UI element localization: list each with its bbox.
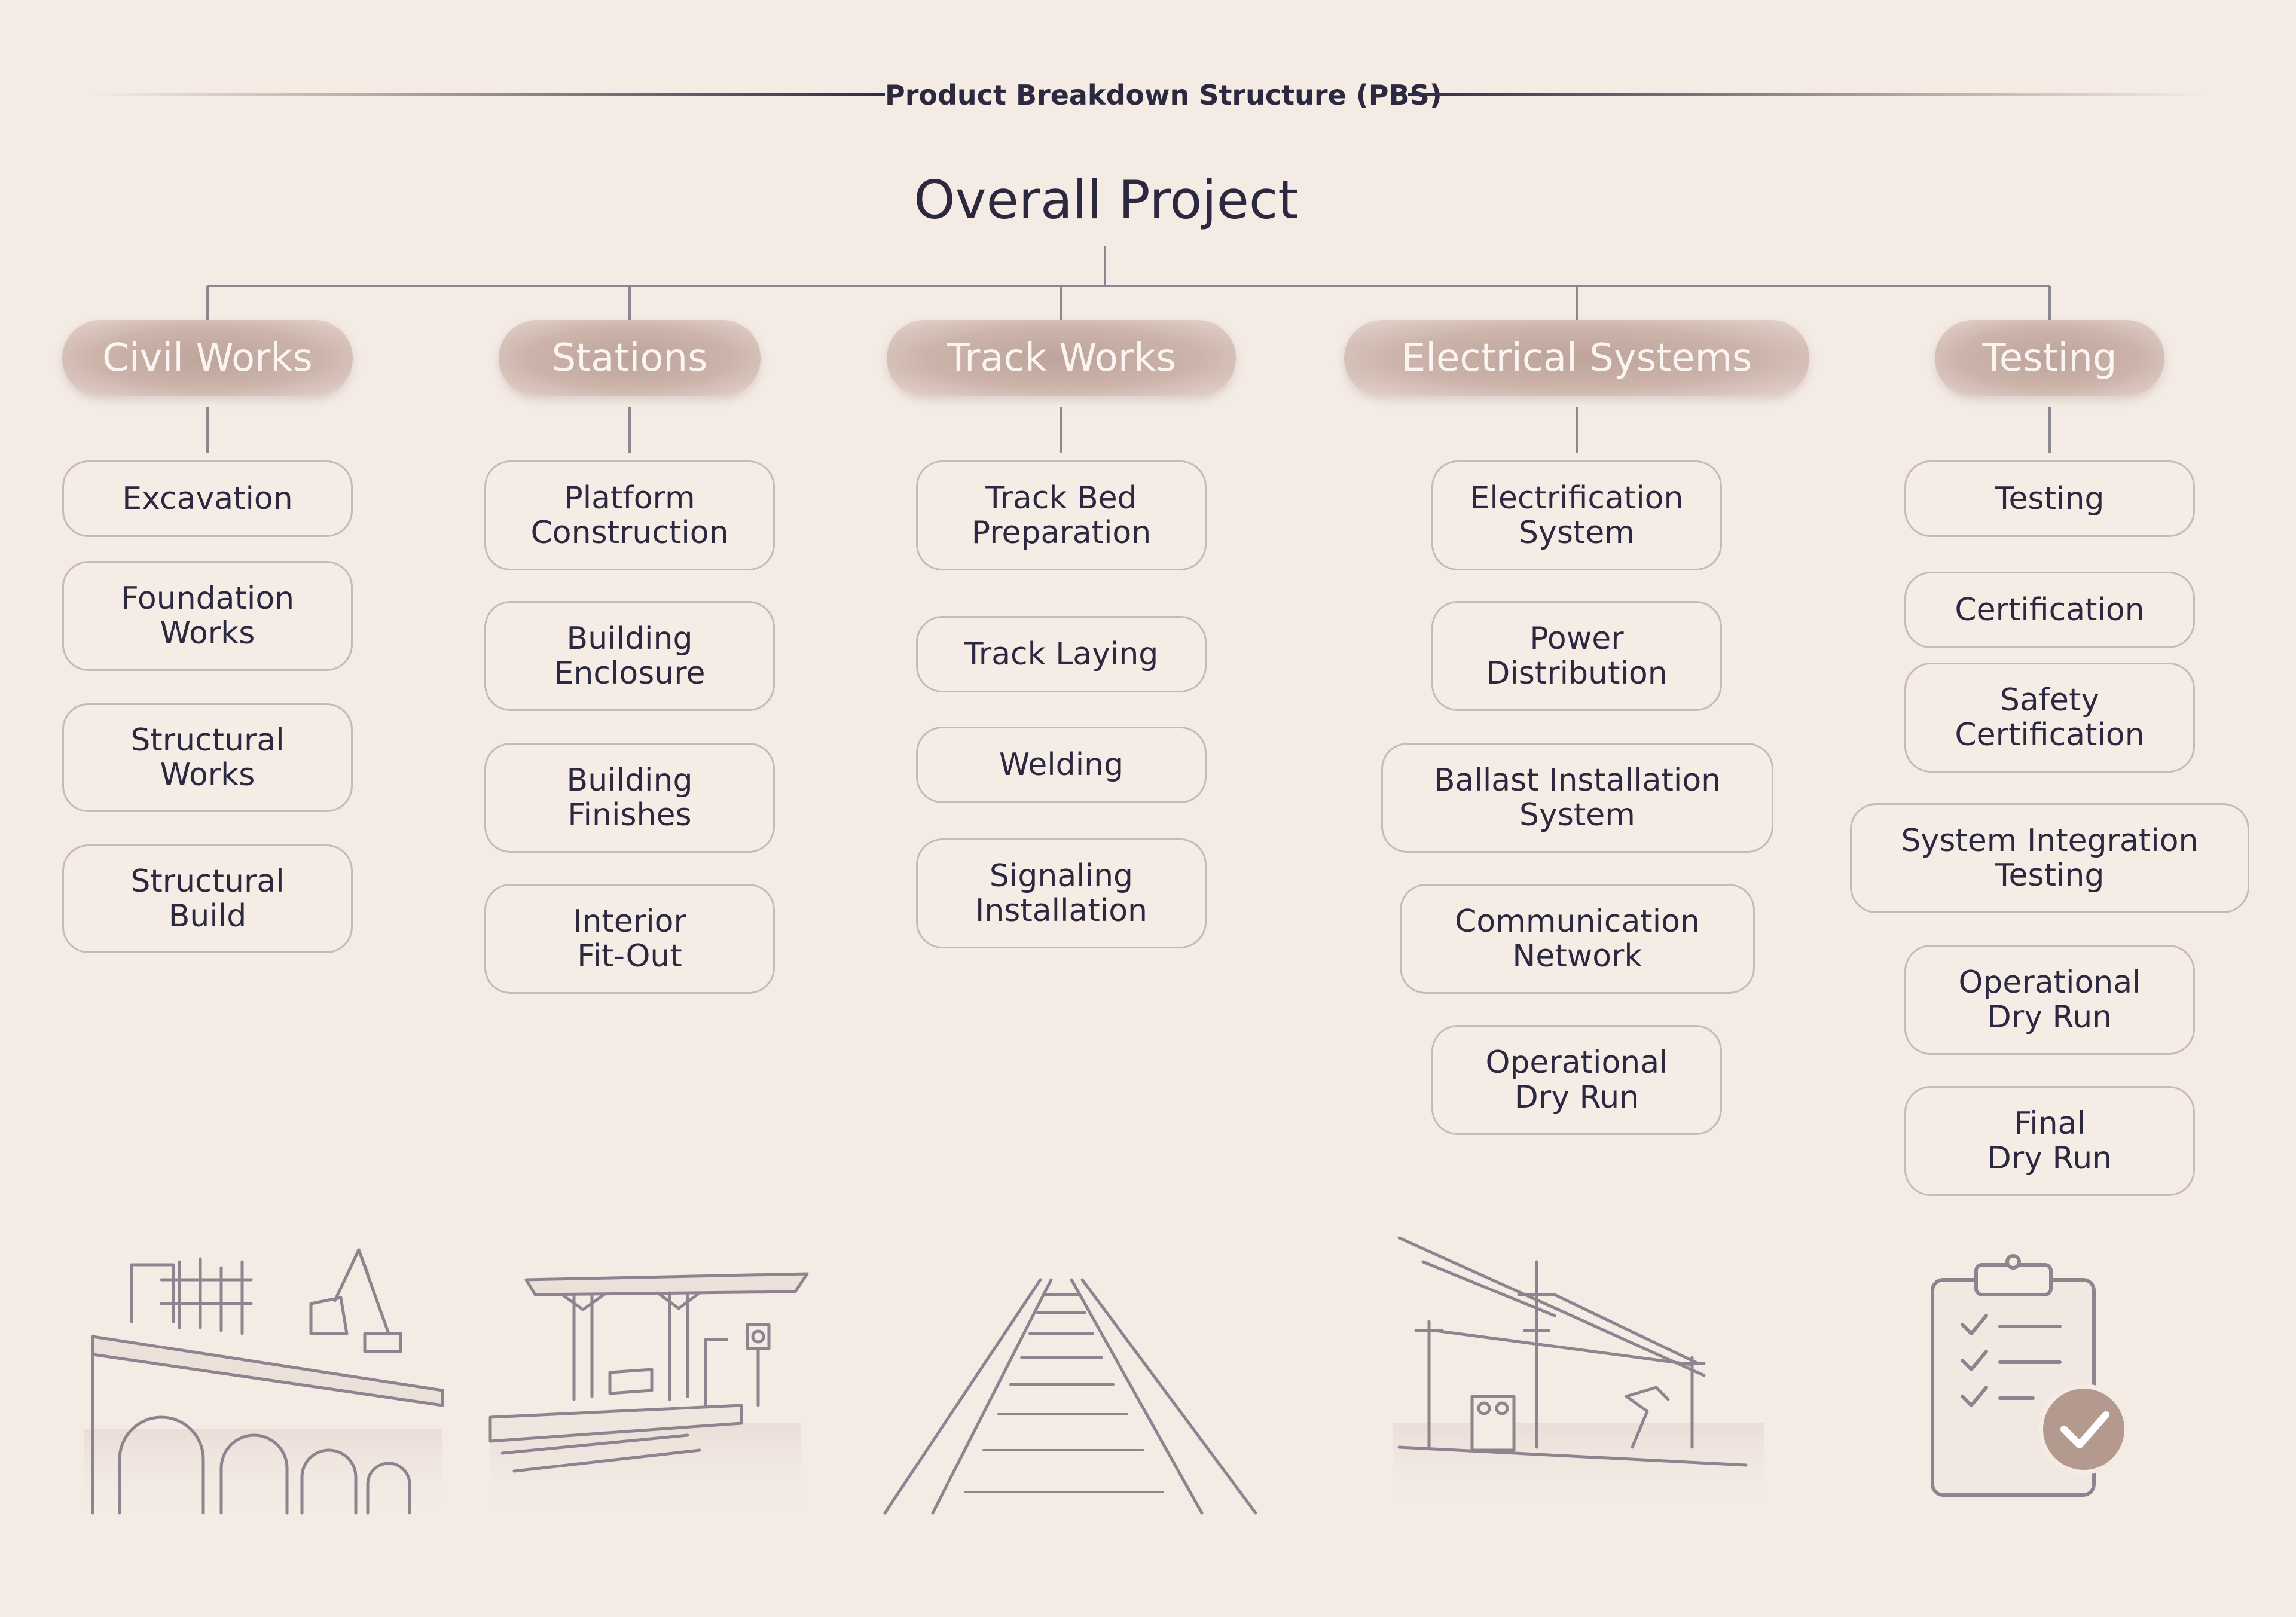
branch-track-works: Track Works	[887, 320, 1236, 396]
node-welding: Welding	[916, 727, 1207, 803]
node-operational-dry-run-testing: Operational Dry Run	[1904, 945, 2195, 1055]
station-illustration	[488, 1272, 809, 1519]
node-building-enclosure: Building Enclosure	[484, 601, 775, 711]
root-node-overall-project: Overall Project	[914, 169, 1299, 231]
illustration-strip	[84, 1236, 2129, 1519]
node-safety-certification: Safety Certification	[1904, 663, 2195, 773]
node-communication-network: Communication Network	[1400, 884, 1755, 994]
node-excavation: Excavation	[62, 460, 353, 537]
node-structural-works: Structural Works	[62, 703, 353, 812]
branch-civil-works: Civil Works	[62, 320, 353, 396]
checklist-clipboard-icon	[1931, 1254, 2129, 1497]
node-signaling-installation: Signaling Installation	[916, 838, 1207, 948]
node-system-integration-testing: System Integration Testing	[1850, 803, 2249, 913]
railway-track-illustration	[883, 1278, 1257, 1515]
node-electrification-system: Electrification System	[1431, 460, 1722, 570]
node-platform-construction: Platform Construction	[484, 460, 775, 570]
node-interior-fit-out: Interior Fit-Out	[484, 884, 775, 994]
header-rule-left	[90, 93, 885, 96]
node-building-finishes: Building Finishes	[484, 743, 775, 853]
node-structural-build: Structural Build	[62, 844, 353, 953]
page-heading: Product Breakdown Structure (PBS)	[885, 79, 1442, 111]
node-certification: Certification	[1904, 572, 2195, 648]
node-final-dry-run: Final Dry Run	[1904, 1086, 2195, 1196]
node-track-bed-preparation: Track Bed Preparation	[916, 460, 1207, 570]
branch-stations: Stations	[499, 320, 761, 396]
node-power-distribution: Power Distribution	[1431, 601, 1722, 711]
branch-testing: Testing	[1935, 320, 2164, 396]
node-foundation-works: Foundation Works	[62, 561, 353, 671]
branch-electrical-systems: Electrical Systems	[1344, 320, 1809, 396]
node-testing: Testing	[1904, 460, 2195, 537]
civil-works-illustration	[84, 1248, 444, 1519]
node-operational-dry-run-electrical: Operational Dry Run	[1431, 1025, 1722, 1135]
node-ballast-installation-system: Ballast Installation System	[1381, 743, 1773, 853]
node-track-laying: Track Laying	[916, 616, 1207, 692]
electrical-lines-illustration	[1393, 1236, 1764, 1513]
header-rule-right	[1408, 93, 2206, 96]
